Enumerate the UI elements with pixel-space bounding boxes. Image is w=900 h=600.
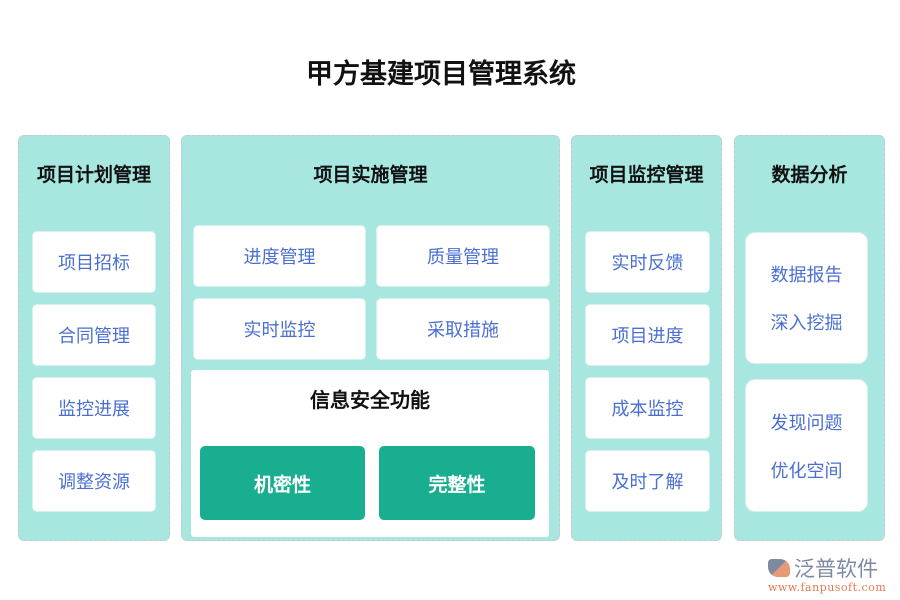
logo-mark-icon — [768, 559, 790, 577]
item-project-progress: 项目进度 — [585, 304, 710, 366]
column-title: 数据分析 — [771, 164, 848, 186]
item-data-report: 数据报告 — [770, 265, 843, 286]
item-adjust-resources: 调整资源 — [32, 450, 156, 512]
group-find-problems: 发现问题 优化空间 — [745, 379, 868, 512]
item-schedule: 进度管理 — [193, 225, 366, 287]
item-cost-monitor: 成本监控 — [585, 377, 710, 439]
column-title: 项目实施管理 — [313, 164, 428, 186]
item-realtime-feedback: 实时反馈 — [585, 231, 710, 293]
item-optimize-space: 优化空间 — [770, 460, 843, 482]
item-take-measures: 采取措施 — [376, 298, 550, 360]
logo-name: 泛普软件 — [794, 557, 878, 581]
item-realtime-monitor: 实时监控 — [193, 298, 366, 360]
fanpusoft-logo: 泛普软件 www.fanpusoft.com — [768, 553, 893, 594]
column-title: 项目计划管理 — [36, 164, 151, 186]
item-deep-mining: 深入挖掘 — [770, 313, 843, 334]
item-timely-understand: 及时了解 — [585, 450, 710, 512]
item-bidding: 项目招标 — [32, 231, 156, 293]
page-title: 甲方基建项目管理系统 — [306, 59, 576, 90]
confidentiality-box: 机密性 — [200, 446, 365, 520]
integrity-box: 完整性 — [379, 446, 535, 520]
item-find-problems: 发现问题 — [770, 412, 843, 434]
item-quality: 质量管理 — [376, 225, 550, 287]
item-contract: 合同管理 — [32, 304, 156, 366]
info-security-panel: 信息安全功能 机密性 完整性 — [191, 370, 549, 537]
group-data-report: 数据报告 深入挖掘 — [745, 232, 868, 364]
column-title: 项目监控管理 — [589, 164, 704, 186]
logo-url: www.fanpusoft.com — [768, 581, 887, 594]
item-monitor-progress: 监控进展 — [32, 377, 156, 439]
info-security-title: 信息安全功能 — [310, 388, 430, 412]
